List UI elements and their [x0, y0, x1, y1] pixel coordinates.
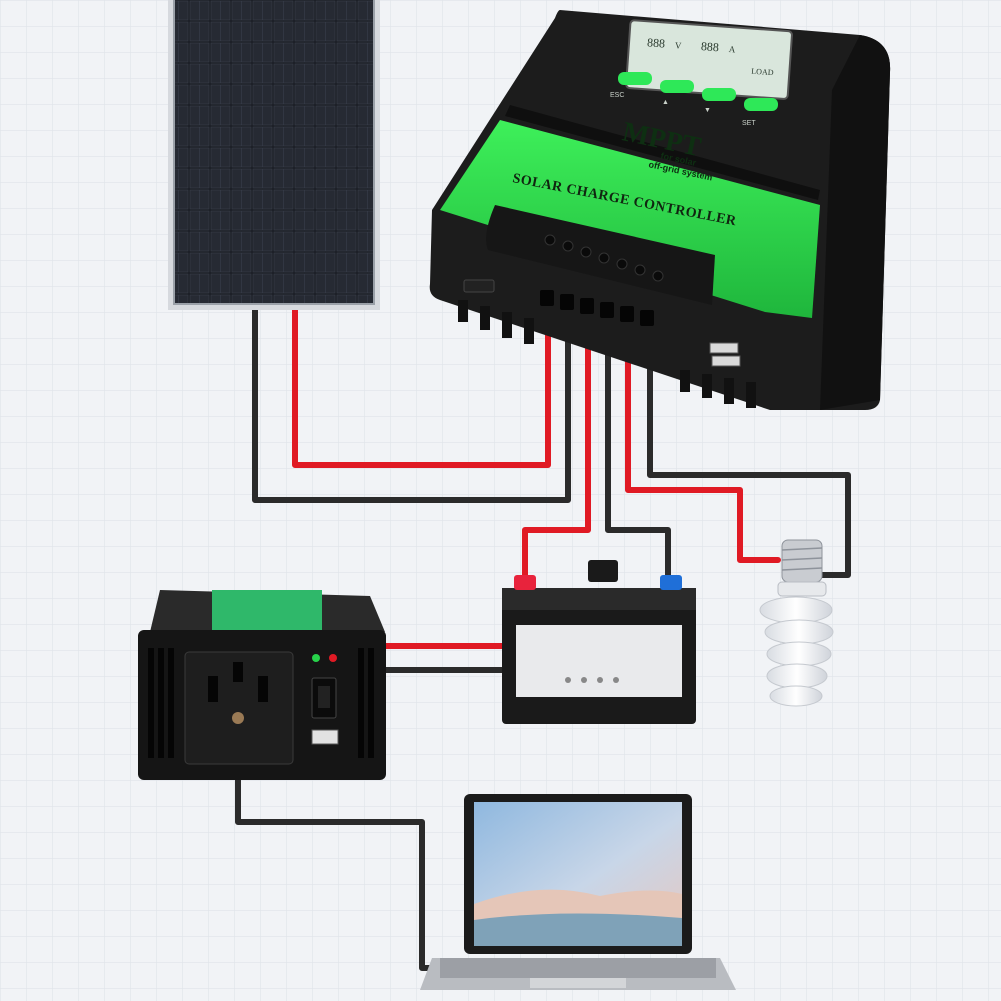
- wire-battery-positive: [522, 297, 591, 583]
- lcd-unit-v: V: [675, 40, 683, 50]
- lcd-load-label: LOAD: [751, 67, 774, 78]
- laptop-icon: [420, 794, 736, 990]
- up-button[interactable]: [660, 80, 694, 93]
- wire-load-negative: [647, 297, 851, 578]
- light-bulb-icon: [759, 539, 834, 707]
- wires: [235, 297, 851, 971]
- usb-port-icon: [709, 342, 741, 367]
- power-inverter-icon: [138, 590, 386, 780]
- down-button-label: ▼: [704, 107, 711, 114]
- up-button-label: ▲: [662, 99, 669, 106]
- charge-controller: 888 V 888 A LOAD ESC ▲ ▼ SET MPPT for so…: [429, 10, 891, 410]
- esc-button-label: ESC: [610, 92, 624, 99]
- battery-negative-terminal: [660, 575, 682, 590]
- solar-panel-icon: [168, 0, 380, 310]
- lcd-voltage: 888: [647, 35, 666, 50]
- inverter-usb-port: [311, 729, 339, 745]
- battery-icon: [502, 560, 696, 724]
- battery-positive-terminal: [514, 575, 536, 590]
- wire-load-positive: [625, 297, 781, 563]
- wire-battery-negative: [605, 297, 671, 583]
- set-button[interactable]: [744, 98, 778, 111]
- terminal-block: [540, 290, 654, 326]
- wire-panel-positive: [292, 297, 551, 468]
- wire-panel-negative: [252, 297, 571, 503]
- esc-button[interactable]: [618, 72, 652, 85]
- down-button[interactable]: [702, 88, 736, 101]
- lcd-unit-a: A: [728, 44, 736, 54]
- set-button-label: SET: [742, 120, 756, 127]
- lcd-current: 888: [700, 39, 719, 54]
- lcd-screen: [625, 19, 793, 100]
